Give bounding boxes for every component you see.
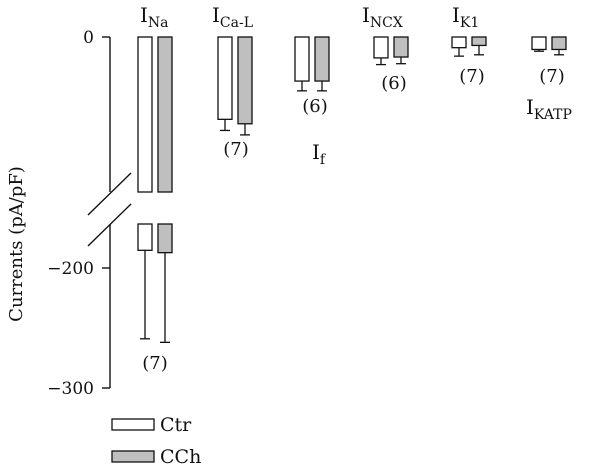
error-bar-ncx-ctr (376, 57, 386, 66)
current-label-ncx: INCX (362, 3, 403, 31)
error-bar-katp-ctr (534, 49, 544, 52)
current-label-k1: IK1 (452, 3, 479, 31)
bars (137, 36, 567, 343)
n-label-ncx: (6) (381, 73, 407, 94)
current-subscript: f (320, 152, 327, 168)
bar-katp-ctr (531, 36, 547, 51)
bar-ncx-ctr (373, 36, 389, 59)
legend-swatch-ctr (111, 418, 155, 431)
error-bar-f-cch (317, 81, 327, 92)
current-labels: INa(7)ICa-L(7)If(6)INCX(6)IK1(7)IKATP(7) (140, 3, 572, 374)
legend-label-ctr: Ctr (160, 414, 192, 436)
y-tick-label: −200 (47, 259, 94, 279)
current-label-f: If (312, 140, 327, 168)
current-symbol: I (452, 3, 460, 27)
current-subscript: K1 (460, 15, 479, 31)
error-bar-na-ctr (140, 250, 150, 340)
bar-na-ctr-upper (137, 36, 153, 193)
current-symbol: I (212, 3, 220, 27)
bar-katp-cch (551, 36, 567, 51)
bar-f-cch (314, 36, 330, 82)
current-symbol: I (140, 3, 148, 27)
current-symbol: I (526, 95, 534, 119)
current-label-na: INa (140, 3, 169, 31)
y-tick-label: 0 (83, 28, 94, 48)
bar-ca-l-cch (237, 36, 253, 125)
y-axis: 0 −200 −300 (47, 28, 132, 399)
current-symbol: I (312, 140, 320, 164)
error-bar-na-cch (160, 252, 170, 343)
bar-na-ctr-lower (137, 223, 153, 251)
bar-ca-l-ctr (217, 36, 233, 120)
legend-swatch-cch (111, 450, 155, 463)
n-label-na: (7) (142, 353, 168, 374)
error-bar-k1-cch (474, 45, 484, 56)
current-subscript: Ca-L (220, 15, 253, 31)
error-bar-ca-l-ctr (220, 119, 230, 132)
y-tick-label: −300 (47, 379, 94, 399)
bar-na-cch-lower (157, 223, 173, 254)
current-subscript: KATP (534, 107, 572, 123)
current-label-ca-l: ICa-L (212, 3, 253, 31)
error-bar-katp-cch (554, 49, 564, 56)
bar-k1-cch (471, 36, 487, 47)
bar-ncx-cch (393, 36, 409, 58)
current-subscript: Na (148, 15, 169, 31)
error-bar-ncx-cch (396, 57, 406, 65)
axis-break-mark-upper (87, 172, 132, 216)
current-symbol: I (362, 3, 370, 27)
bar-na-cch-upper (157, 36, 173, 193)
axis-break-mark-lower (87, 203, 132, 247)
n-label-katp: (7) (539, 66, 565, 87)
current-label-katp: IKATP (526, 95, 572, 123)
error-bar-k1-ctr (454, 47, 464, 57)
error-bar-f-ctr (297, 81, 307, 92)
error-bar-ca-l-cch (240, 123, 250, 136)
bar-f-ctr (294, 36, 310, 82)
legend-label-cch: CCh (160, 446, 201, 468)
n-label-k1: (7) (459, 66, 485, 87)
current-subscript: NCX (370, 15, 403, 31)
y-axis-label: Currents (pA/pF) (6, 166, 27, 322)
n-label-ca-l: (7) (223, 139, 249, 160)
n-label-f: (6) (302, 96, 328, 117)
bar-k1-ctr (451, 36, 467, 49)
